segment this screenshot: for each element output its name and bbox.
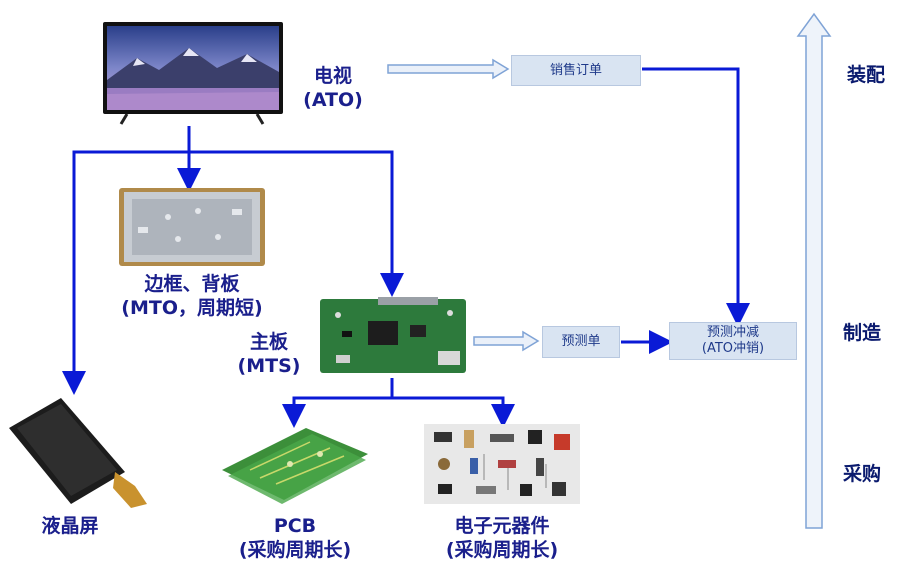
forecast-offset-line2: (ATO冲销) (701, 341, 765, 356)
tv-label: 电视 (ATO) (298, 64, 368, 112)
components-type: (采购周期长) (445, 539, 559, 561)
sales-order-label: 销售订单 (549, 62, 602, 78)
tv-name: 电视 (313, 65, 352, 87)
forecast-label: 预测单 (561, 334, 601, 349)
sales-order-box: 销售订单 (511, 55, 641, 86)
tv-to-lcd-connector (62, 150, 189, 395)
board-to-pcb-connector (282, 396, 392, 428)
pcb-label: PCB (采购周期长) (216, 514, 374, 562)
board-label: 主板 (MTS) (228, 330, 310, 378)
stage-procurement-label: 采购 (843, 463, 882, 485)
forecast-offset-line1: 预测冲减 (706, 325, 759, 340)
pcb-name: PCB (273, 515, 317, 537)
frame-label: 边框、背板 (MTO，周期短) (88, 272, 296, 320)
board-name: 主板 (249, 331, 288, 353)
stage-assembly-label: 装配 (847, 64, 886, 86)
mainboard-image (318, 295, 470, 379)
board-type: (MTS) (237, 355, 301, 377)
tv-type: (ATO) (303, 89, 363, 111)
stage-manufacturing-label: 制造 (843, 322, 882, 344)
stage-direction-hollow-arrow (796, 12, 832, 529)
sales-order-to-offset-connector (642, 67, 750, 327)
board-to-components-connector (392, 396, 515, 428)
frame-backplate-image (118, 187, 266, 267)
frame-type: (MTO，周期短) (121, 297, 263, 319)
components-image (424, 424, 580, 504)
lcd-label: 液晶屏 (30, 514, 110, 538)
components-name: 电子元器件 (454, 515, 550, 537)
tv-to-board-connector (189, 150, 404, 297)
tv-to-sales-order-hollow-arrow (387, 58, 510, 80)
frame-name: 边框、背板 (144, 273, 240, 295)
board-to-forecast-hollow-arrow (473, 330, 540, 352)
lcd-image (5, 394, 153, 512)
tv-image (97, 18, 287, 128)
lcd-name: 液晶屏 (41, 515, 99, 537)
forecast-box: 预测单 (542, 326, 620, 358)
pcb-type: (采购周期长) (238, 539, 352, 561)
forecast-offset-box: 预测冲减 (ATO冲销) (669, 322, 797, 360)
components-label: 电子元器件 (采购周期长) (420, 514, 584, 562)
pcb-image (220, 424, 370, 506)
